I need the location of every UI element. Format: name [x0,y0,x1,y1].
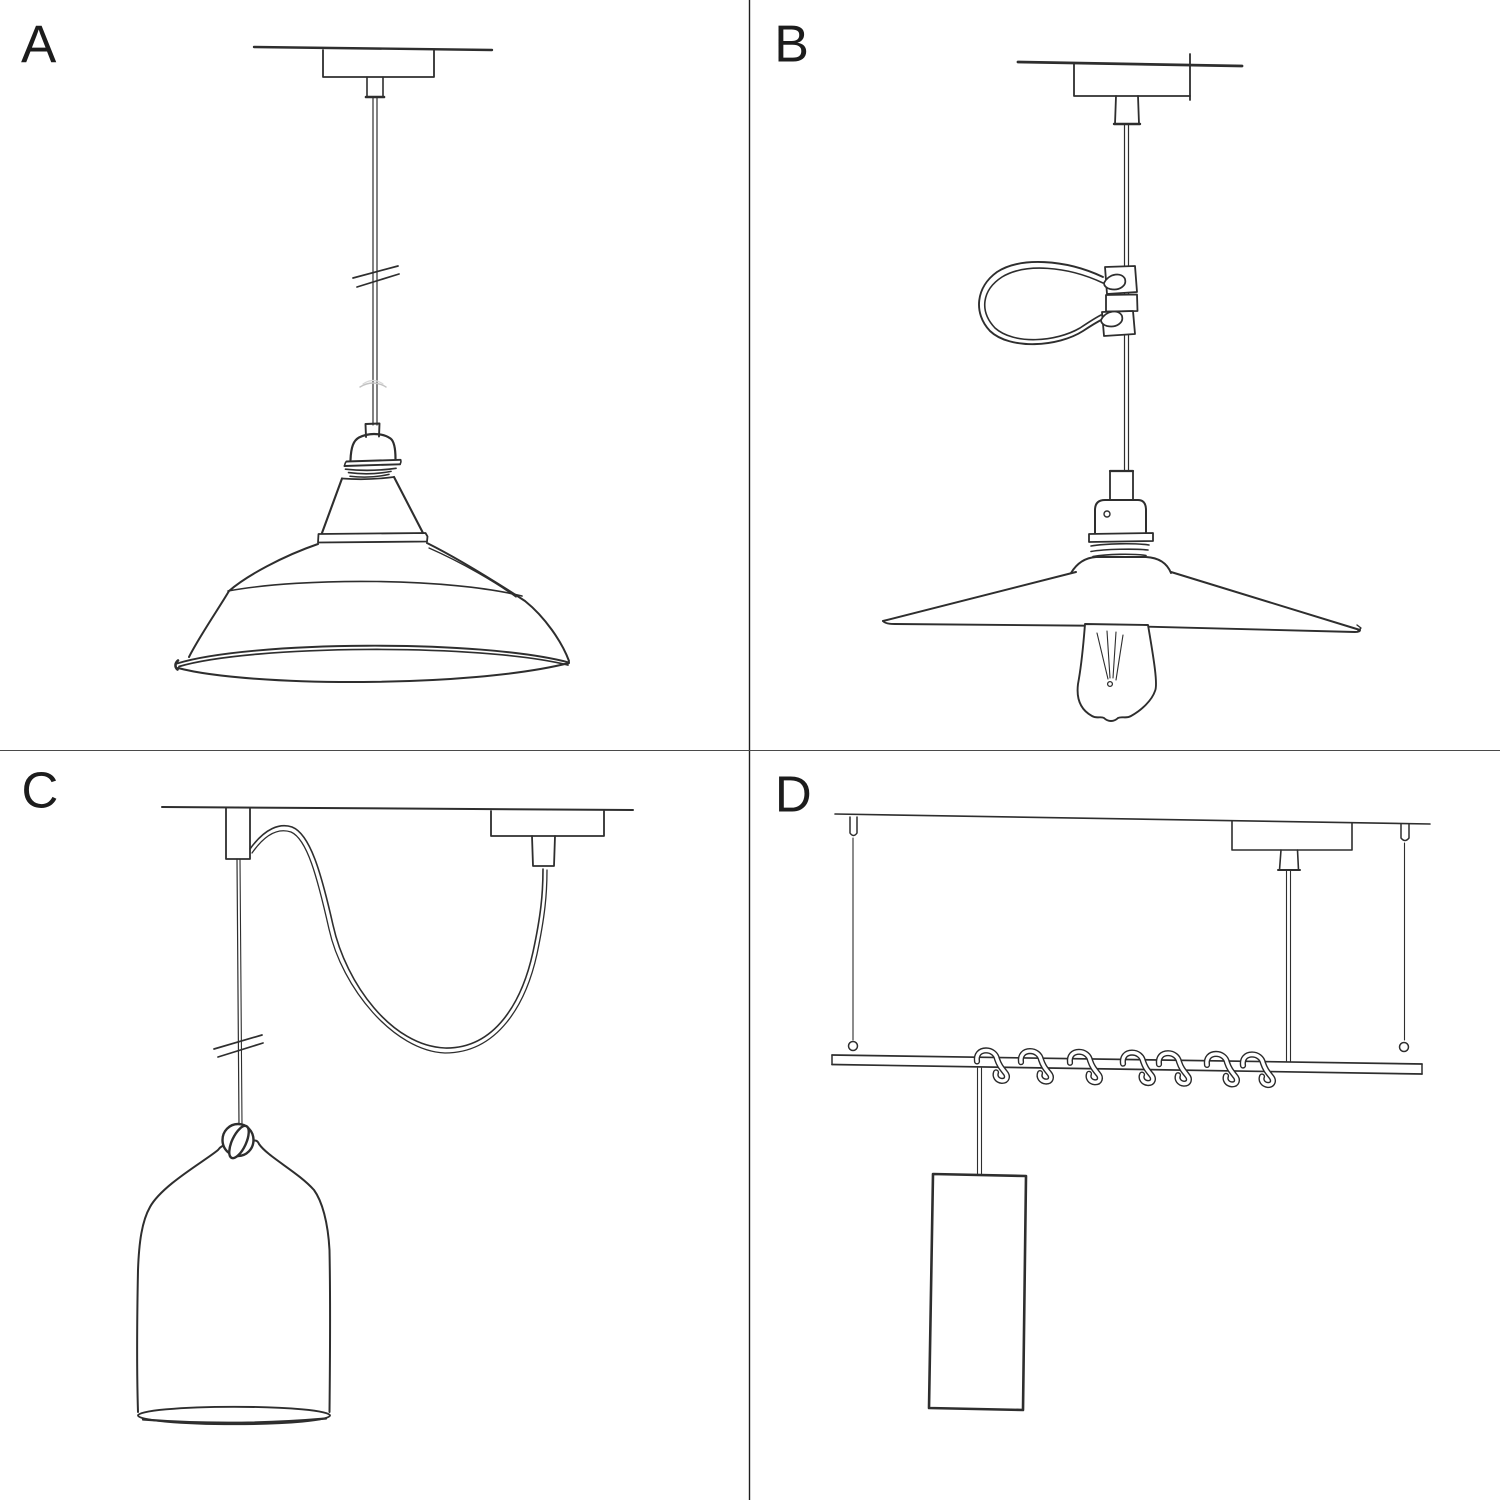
svg-text:D: D [775,766,812,823]
svg-text:A: A [21,15,57,74]
svg-text:B: B [774,16,809,74]
svg-text:C: C [22,762,59,819]
